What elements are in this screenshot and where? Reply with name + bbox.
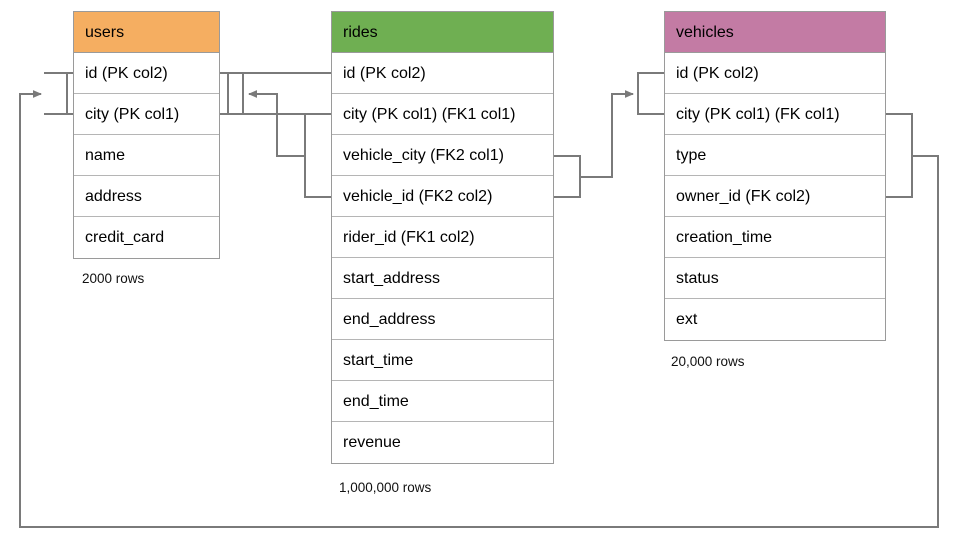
column-rides-id[interactable]: id (PK col2) [332,53,553,94]
column-rides-rider-id[interactable]: rider_id (FK1 col2) [332,217,553,258]
column-users-name[interactable]: name [74,135,219,176]
column-vehicles-status[interactable]: status [665,258,885,299]
row-count-vehicles: 20,000 rows [671,354,745,369]
column-vehicles-ext[interactable]: ext [665,299,885,340]
column-rides-end-address[interactable]: end_address [332,299,553,340]
column-users-city[interactable]: city (PK col1) [74,94,219,135]
column-rides-start-address[interactable]: start_address [332,258,553,299]
edge-rides-to-users [220,72,331,198]
column-vehicles-owner-id[interactable]: owner_id (FK col2) [665,176,885,217]
table-header-users: users [74,12,219,53]
column-vehicles-id[interactable]: id (PK col2) [665,53,885,94]
column-users-credit-card[interactable]: credit_card [74,217,219,258]
entity-table-vehicles[interactable]: vehicles id (PK col2) city (PK col1) (FK… [664,11,886,341]
column-vehicles-city[interactable]: city (PK col1) (FK col1) [665,94,885,135]
edge-rides-to-vehicles [554,72,664,198]
entity-table-users[interactable]: users id (PK col2) city (PK col1) name a… [73,11,220,259]
column-rides-end-time[interactable]: end_time [332,381,553,422]
column-users-address[interactable]: address [74,176,219,217]
table-header-vehicles: vehicles [665,12,885,53]
column-vehicles-creation-time[interactable]: creation_time [665,217,885,258]
column-rides-start-time[interactable]: start_time [332,340,553,381]
column-vehicles-type[interactable]: type [665,135,885,176]
row-count-rides: 1,000,000 rows [339,480,432,495]
column-rides-vehicle-city[interactable]: vehicle_city (FK2 col1) [332,135,553,176]
entity-table-rides[interactable]: rides id (PK col2) city (PK col1) (FK1 c… [331,11,554,464]
table-header-rides: rides [332,12,553,53]
row-count-users: 2000 rows [82,271,145,286]
column-users-id[interactable]: id (PK col2) [74,53,219,94]
column-rides-revenue[interactable]: revenue [332,422,553,463]
column-rides-city[interactable]: city (PK col1) (FK1 col1) [332,94,553,135]
column-rides-vehicle-id[interactable]: vehicle_id (FK2 col2) [332,176,553,217]
